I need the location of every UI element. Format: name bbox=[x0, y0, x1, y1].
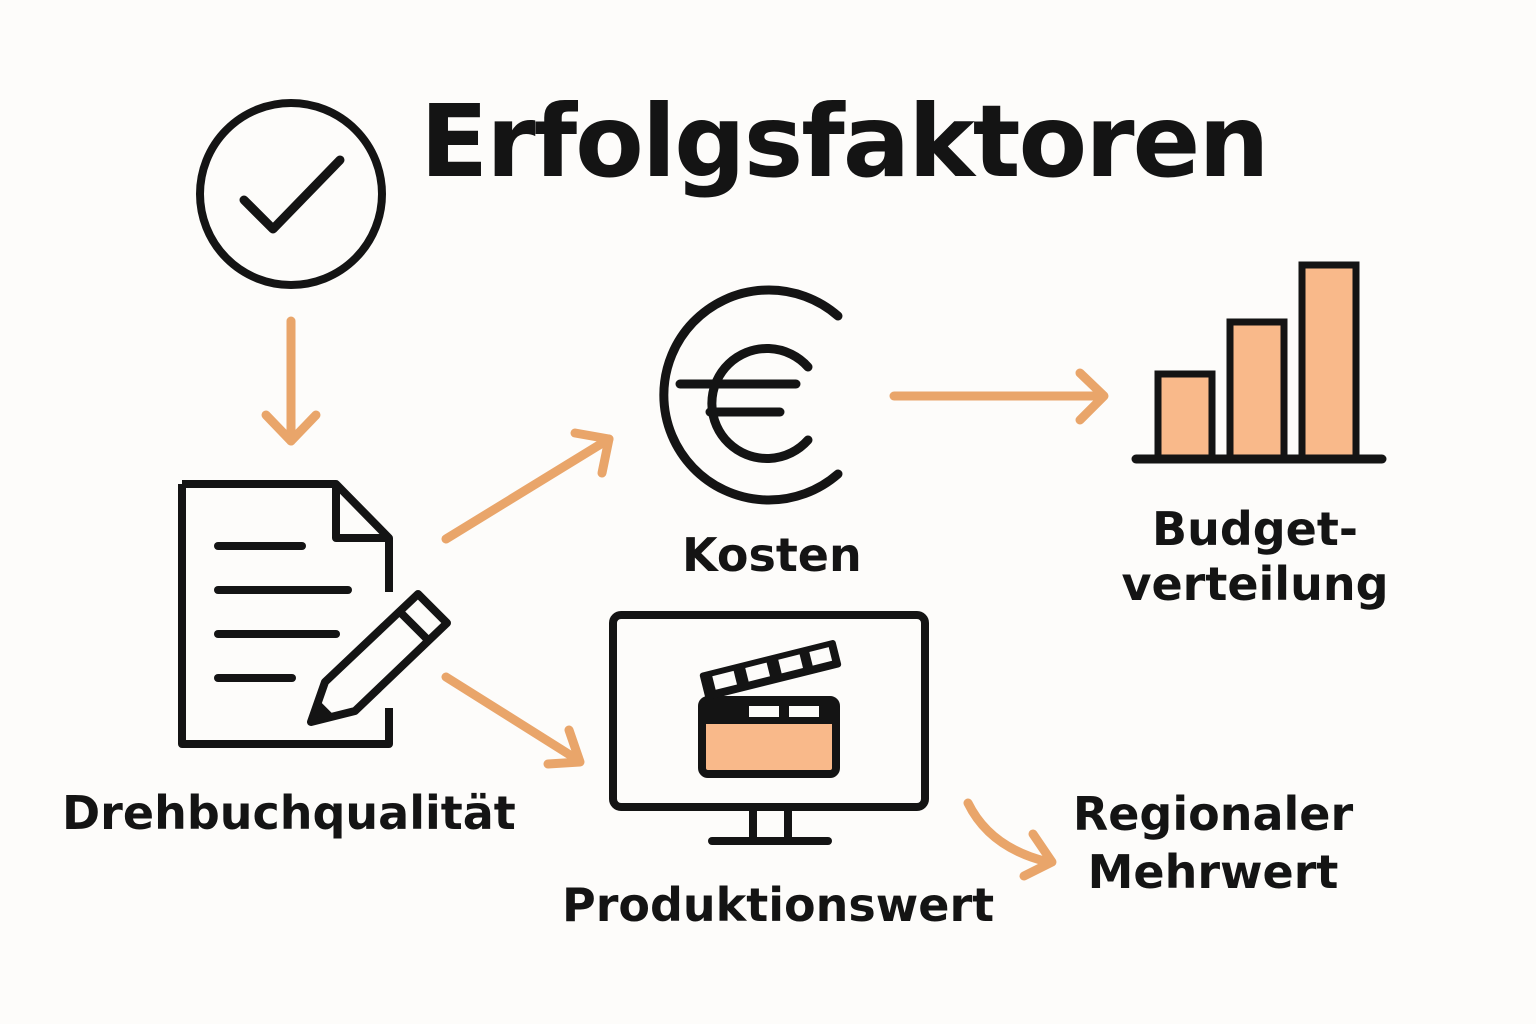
arrow-produktion-to-regional bbox=[963, 798, 1057, 881]
arrow-document-to-produktion bbox=[441, 672, 585, 769]
diagram-title: Erfolgsfaktoren bbox=[420, 83, 1270, 200]
node-label-drehbuchqualitaet: Drehbuchqualität bbox=[62, 786, 516, 840]
node-label-kosten: Kosten bbox=[682, 528, 862, 582]
arrow-document-to-kosten bbox=[441, 428, 614, 544]
euro-icon bbox=[659, 285, 843, 505]
arrow-check-to-document bbox=[261, 316, 321, 446]
monitor-clapperboard-icon bbox=[609, 611, 929, 845]
arrow-kosten-to-budget bbox=[889, 368, 1109, 425]
node-label-produktionswert: Produktionswert bbox=[562, 878, 995, 932]
bar-chart-icon bbox=[1131, 261, 1387, 464]
document-with-pencil-icon bbox=[178, 480, 451, 748]
node-label-budgetverteilung: Budget-verteilung bbox=[1121, 502, 1389, 612]
check-circle-icon bbox=[196, 99, 386, 289]
